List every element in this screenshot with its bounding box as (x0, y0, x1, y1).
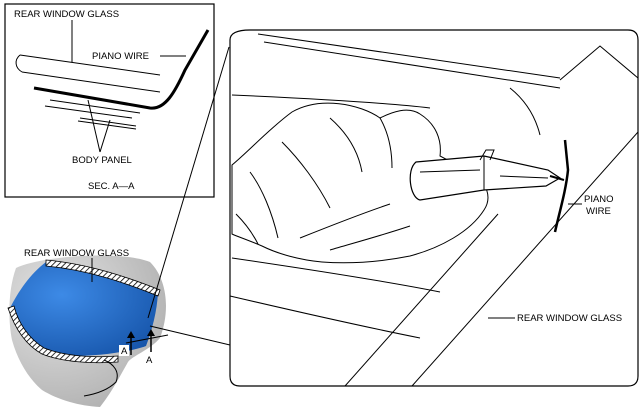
detail-label-piano-wire-1: PIANO (584, 194, 614, 205)
car-rear-view: A A REAR WINDOW GLASS (7, 248, 169, 407)
side-molding (7, 305, 119, 364)
lower-panel (83, 359, 118, 397)
car-label-rear-glass: REAR WINDOW GLASS (24, 248, 129, 259)
section-arrow-2-head (147, 329, 155, 336)
rear-glass (10, 262, 158, 356)
detail-view: PIANO WIRE REAR WINDOW GLASS (229, 29, 639, 387)
inset-body-panel (44, 99, 141, 130)
inset-label-body-panel: BODY PANEL (72, 155, 132, 166)
callout-lines (147, 46, 231, 346)
inset-panel-leader-1 (87, 99, 101, 153)
inset-label-rear-glass: REAR WINDOW GLASS (14, 9, 119, 20)
inset-caption: SEC. A—A (88, 181, 135, 192)
section-inset: REAR WINDOW GLASS PIANO WIRE BODY PANEL … (4, 3, 215, 198)
section-mark-box (119, 345, 129, 356)
section-arrow-1-head (127, 331, 135, 338)
wire-handle-tool (409, 149, 565, 201)
detail-label-piano-wire-2: WIRE (586, 206, 611, 217)
section-mark-2: A (146, 355, 153, 366)
gloved-hand (231, 102, 489, 264)
inset-piano-wire (33, 29, 210, 110)
section-mark-1: A (121, 346, 128, 357)
section-line (125, 334, 169, 344)
inset-panel-leader-2 (99, 119, 111, 153)
inset-glass-pane (15, 54, 161, 93)
detail-label-rear-glass: REAR WINDOW GLASS (517, 313, 622, 324)
inset-label-piano-wire: PIANO WIRE (92, 51, 149, 62)
detail-piano-wire (553, 139, 570, 233)
top-molding (45, 259, 161, 297)
